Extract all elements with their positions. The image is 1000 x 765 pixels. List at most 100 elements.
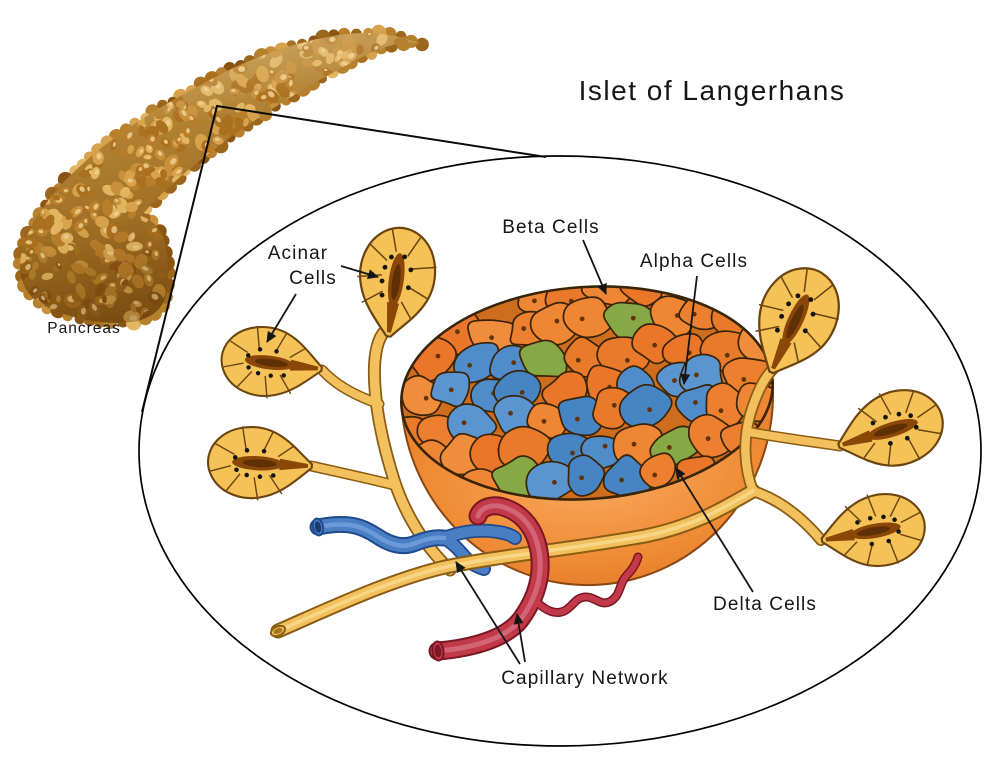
acinar-duct-lumen [771, 338, 792, 370]
acinar-wedge-line [277, 445, 295, 458]
acinar-lumen-dark [242, 459, 277, 468]
acinar-granule-dot [795, 293, 801, 299]
cell-nucleus [705, 436, 711, 441]
cell-nucleus [619, 477, 625, 483]
acinar-wedge-line [228, 339, 249, 354]
alpha-leader-arrow [680, 275, 698, 385]
acinar-granule-dot [246, 365, 251, 370]
acinar-granule-dot [908, 413, 913, 418]
vein [311, 518, 515, 569]
acinar-wedge-line [758, 303, 784, 312]
acinar-cluster [220, 325, 323, 399]
cell-nucleus [652, 472, 658, 478]
acinar-duct-lumen [289, 359, 319, 371]
acinar-wedge-line [813, 283, 835, 301]
acinar-granule-dot [881, 514, 886, 520]
delta-cells-label: Delta Cells [713, 594, 817, 615]
cell-nucleus [611, 402, 617, 408]
acinar-granule-dot [268, 373, 273, 378]
acinar-wedge-line [369, 243, 388, 261]
acinar-granule-dot [869, 541, 875, 547]
acinar-granule-dot [904, 435, 910, 441]
acinar-wedge-line [407, 285, 430, 301]
callouts: Islet of Langerhans Pancreas Acinar Cell… [47, 75, 846, 689]
acinar-wedge-line [900, 511, 921, 524]
cell-nucleus [423, 395, 429, 401]
acinar-granule-dot [867, 515, 873, 521]
acinar-granule-dot [408, 267, 414, 273]
acinar-wedge-line [253, 477, 259, 501]
capillary-leader-arrow-artery [513, 613, 526, 663]
acinar-granule-dot [270, 473, 276, 478]
beta-cell [639, 452, 677, 489]
acinar-granule-dot [234, 467, 239, 473]
duct-open-end [269, 624, 287, 638]
acinar-granule-dot [808, 297, 814, 303]
acinar-granule-dot [896, 529, 901, 534]
cell-nucleus [602, 443, 608, 449]
acinar-wedge-line [916, 404, 937, 419]
acinar-granule-dot [896, 411, 902, 417]
page-title: Islet of Langerhans [579, 75, 846, 106]
acinar-duct-lumen [279, 458, 309, 471]
acinar-granule-dot [855, 520, 860, 525]
acinar-wedge-line [262, 430, 275, 453]
cell-nucleus [693, 400, 698, 405]
acinar-wedge-line [407, 235, 423, 257]
duct-main-and-right [269, 369, 840, 638]
islet [394, 274, 780, 586]
cell-nucleus [467, 362, 473, 368]
acinar-granule-dot [379, 278, 385, 284]
cell-nucleus [570, 450, 575, 456]
acinar-lumen-dark [873, 423, 908, 437]
acinar-clusters-right [755, 267, 944, 568]
vein-open-end [311, 517, 325, 537]
capillary-leader-arrow-vein [455, 561, 521, 665]
acinar-cluster [837, 389, 944, 467]
acinar-wedge-line [241, 426, 247, 450]
acinar-wedge-line [803, 268, 808, 293]
cell-nucleus [574, 416, 580, 422]
acinar-granule-dot [246, 353, 251, 358]
acinar-granule-dot [244, 472, 249, 478]
acinar-wedge-line [889, 496, 901, 517]
cell-nucleus [718, 408, 724, 414]
acinar-wedge-line [279, 374, 292, 395]
acinar-granule-dot [892, 517, 897, 522]
acinar-wedge-line [793, 342, 800, 363]
acinar-wedge-line [213, 442, 235, 456]
acinar-granule-dot [883, 414, 888, 420]
cell-nucleus [631, 441, 637, 447]
artery [432, 506, 638, 662]
acinar-wedge-line [236, 371, 253, 388]
acinar-granule-dot [779, 313, 785, 319]
acinar-wedge-line [755, 325, 780, 332]
cell-nucleus [579, 475, 585, 481]
acinar-cells-label-line1: Acinar [268, 243, 328, 264]
acinar-granule-dot [281, 373, 286, 378]
cell-nucleus [647, 407, 653, 413]
acinar-wedge-line [866, 542, 874, 567]
cell-nucleus [455, 329, 460, 335]
pancreas-illustration [12, 24, 429, 331]
acinar-granule-dot [244, 448, 250, 453]
acinar-granule-dot [232, 455, 238, 460]
acinar-wedge-line [274, 331, 288, 353]
acinar-duct-lumen [386, 301, 400, 333]
acinar-wedge-line [814, 312, 839, 321]
acinar-clusters-left [207, 226, 437, 501]
cell-nucleus [511, 360, 517, 366]
acinar-wedge-line [862, 442, 876, 460]
acinar-cells-label-line2: Cells [289, 268, 337, 289]
cell-nucleus [508, 410, 513, 416]
acinar-granule-dot [255, 370, 261, 376]
cell-nucleus [672, 378, 677, 383]
magnification-lines [141, 104, 547, 413]
acinar-wedge-line [887, 442, 892, 467]
acinar-lumen-dark [786, 304, 804, 339]
acinar-wedge-line [264, 375, 268, 399]
acinar-lumen-dark [856, 526, 891, 536]
acinar-wedge-line [804, 328, 823, 350]
cell-nucleus [435, 353, 441, 359]
